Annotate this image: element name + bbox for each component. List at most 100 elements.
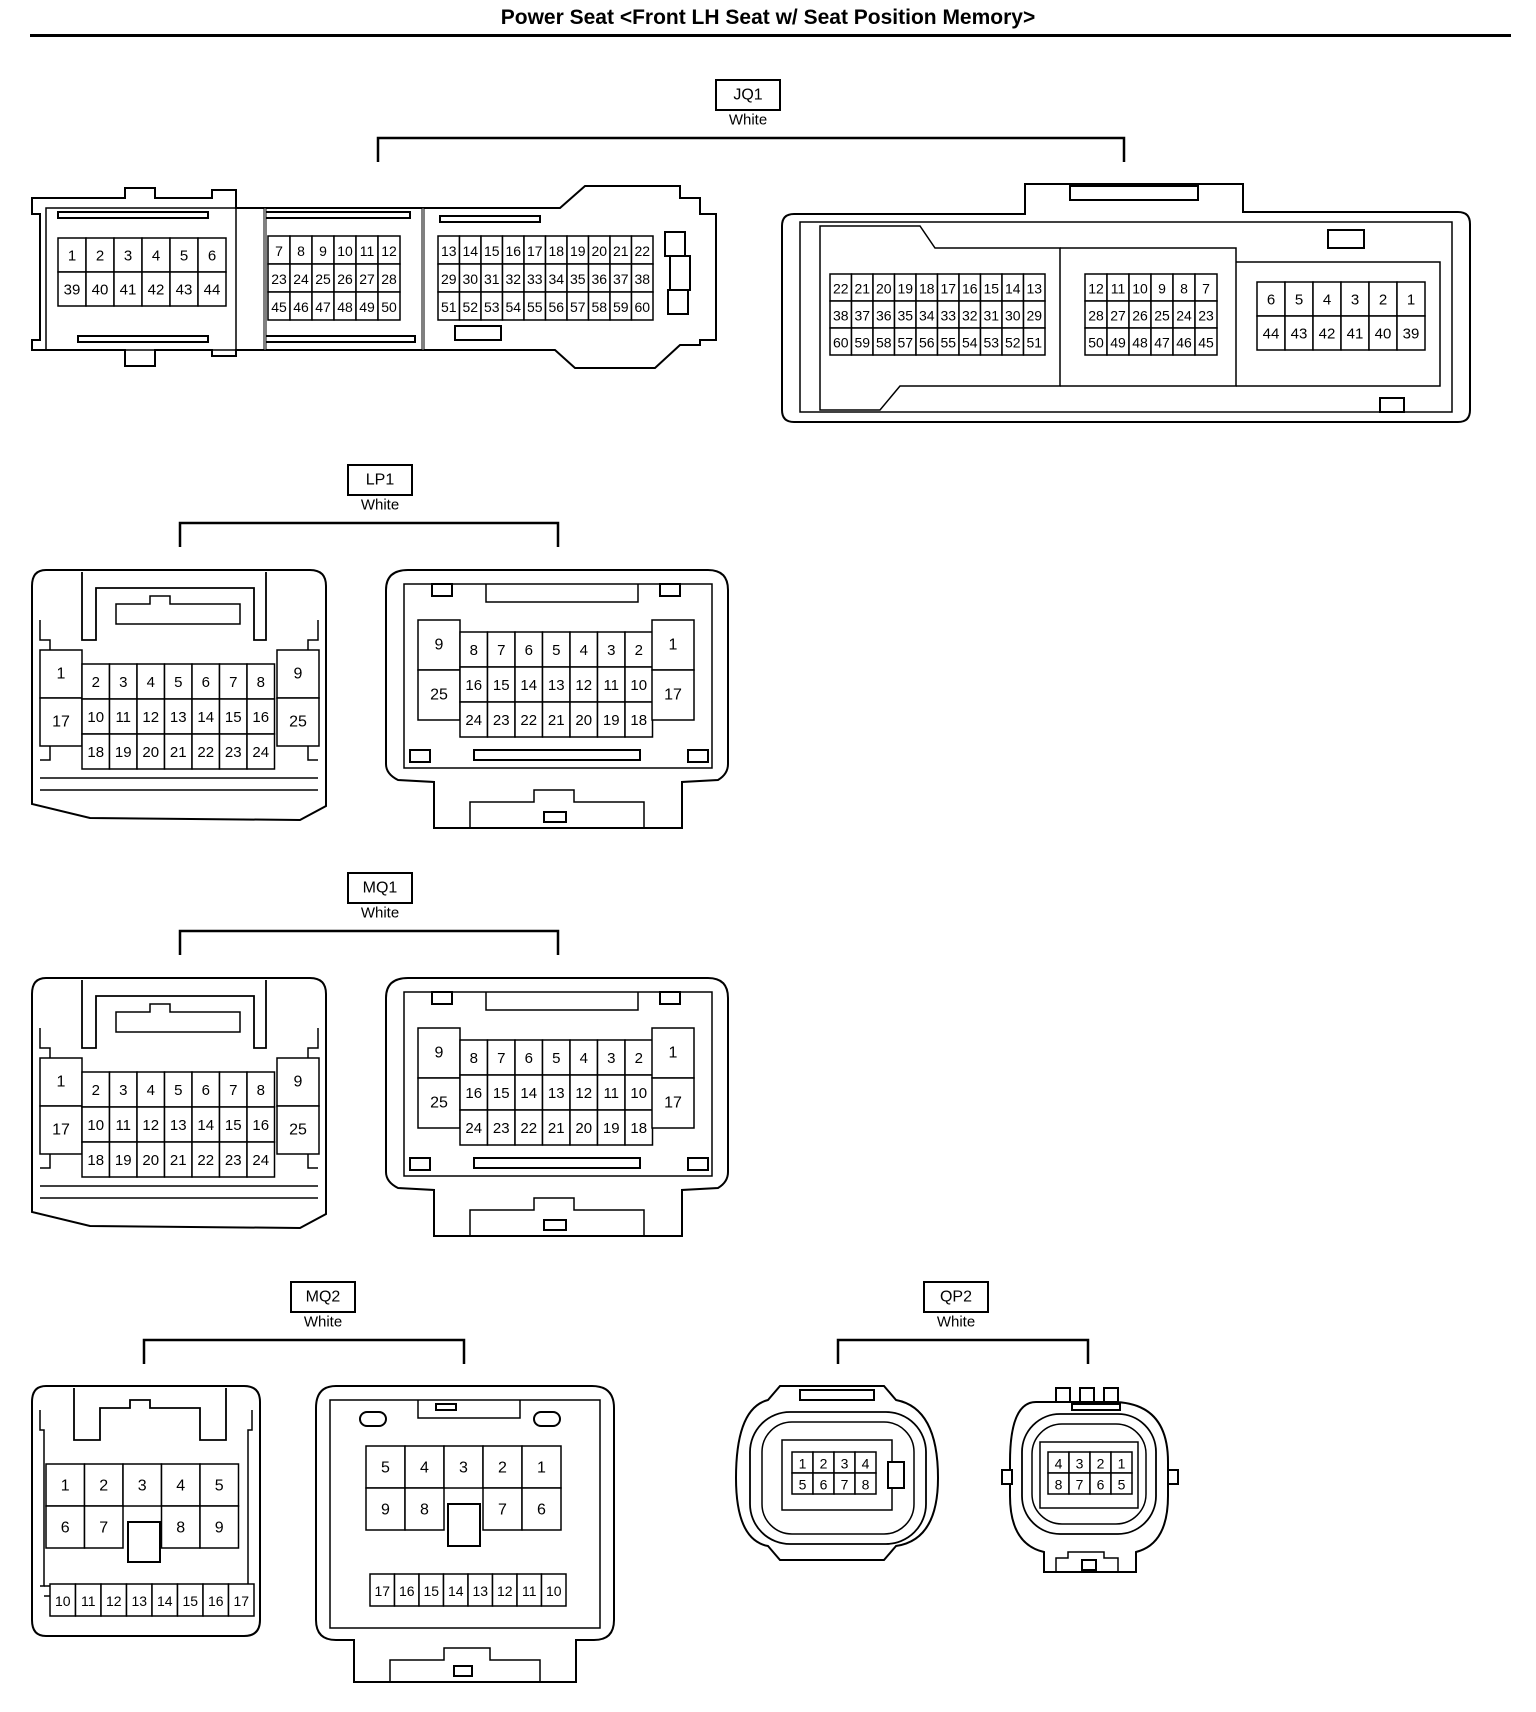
housing xyxy=(385,977,729,1237)
page-title: Power Seat <Front LH Seat w/ Seat Positi… xyxy=(500,6,1036,29)
inner-frame xyxy=(403,991,713,1177)
pin-number: 33 xyxy=(527,271,543,287)
pin-cell xyxy=(467,1573,494,1607)
pin-number: 1 xyxy=(61,1478,70,1495)
pin-number: 22 xyxy=(520,1120,537,1137)
pin-number: 17 xyxy=(52,714,70,731)
latch xyxy=(1055,1551,1119,1572)
pin-cell xyxy=(163,733,193,770)
pin-number: 5 xyxy=(1295,292,1303,309)
pin-number: 1 xyxy=(669,1045,678,1062)
pin-cell xyxy=(1256,315,1286,351)
pin-cell xyxy=(1340,281,1370,317)
pin-cell xyxy=(514,631,544,668)
pin-number: 58 xyxy=(876,335,892,351)
pin-number: 11 xyxy=(81,1593,96,1609)
pin-number: 18 xyxy=(630,712,647,729)
rib xyxy=(57,211,209,219)
pin-number: 5 xyxy=(1118,1477,1126,1493)
pin-number: 60 xyxy=(833,335,849,351)
pin-number: 15 xyxy=(484,243,500,259)
pin-number: 12 xyxy=(575,677,592,694)
pin-number: 10 xyxy=(337,243,353,259)
pin-number: 8 xyxy=(420,1502,429,1519)
pin-number: 12 xyxy=(381,243,397,259)
pin-number: 10 xyxy=(546,1583,562,1599)
pin-number: 2 xyxy=(92,1082,100,1099)
pin-cell xyxy=(122,1463,163,1507)
pin-number: 19 xyxy=(115,744,132,761)
pin-number: 47 xyxy=(315,299,331,315)
pin-number: 17 xyxy=(664,1095,682,1112)
pin-number: 36 xyxy=(876,308,892,324)
pin-number: 14 xyxy=(1005,281,1021,297)
pin-cell xyxy=(624,631,654,668)
divider xyxy=(421,207,425,351)
pin-number: 40 xyxy=(92,282,109,299)
pin-cell xyxy=(125,1583,153,1617)
pin-number: 4 xyxy=(580,1050,588,1067)
pin-number: 33 xyxy=(940,308,956,324)
pin-number: 29 xyxy=(441,271,457,287)
pin-number: 23 xyxy=(1198,308,1214,324)
pin-number: 7 xyxy=(275,243,283,259)
pin-number: 11 xyxy=(115,1117,131,1134)
pin-number: 2 xyxy=(820,1456,828,1472)
pin-cell xyxy=(404,1487,445,1531)
pin-number: 22 xyxy=(833,281,849,297)
pin-cell xyxy=(596,1109,626,1146)
pin-number: 54 xyxy=(505,299,521,315)
rib xyxy=(264,335,416,343)
pin-number: 12 xyxy=(106,1593,122,1609)
pin-cell xyxy=(521,1487,562,1531)
pin-number: 37 xyxy=(854,308,870,324)
latch-slot xyxy=(669,255,691,291)
pin-number: 20 xyxy=(575,1120,592,1137)
latch-slot xyxy=(664,231,686,257)
pin-number: 6 xyxy=(208,248,216,265)
connector-id-box xyxy=(347,872,413,904)
side-stub xyxy=(1001,1469,1013,1485)
pin-number: 46 xyxy=(293,299,309,315)
pin-number: 57 xyxy=(570,299,586,315)
pin-number: 49 xyxy=(1110,335,1126,351)
pin-number: 42 xyxy=(148,282,165,299)
pin-number: 8 xyxy=(470,642,478,659)
pin-number: 10 xyxy=(1132,281,1148,297)
housing xyxy=(31,977,327,1230)
pin-number: 1 xyxy=(1118,1456,1126,1472)
connector-id: LP1 xyxy=(366,472,395,489)
pin-number: 30 xyxy=(1005,308,1021,324)
pin-number: 21 xyxy=(613,243,629,259)
pin-number: 5 xyxy=(381,1460,390,1477)
latch-tab xyxy=(453,1665,473,1677)
pin-number: 2 xyxy=(498,1460,507,1477)
pin-number: 21 xyxy=(548,712,565,729)
pin-cell xyxy=(276,697,320,747)
pin-cell xyxy=(163,698,193,735)
pin-number: 4 xyxy=(420,1460,429,1477)
pin-number: 11 xyxy=(115,709,131,726)
rib xyxy=(1379,397,1405,413)
connector-id: JQ1 xyxy=(733,87,762,104)
pin-number: 27 xyxy=(359,271,375,287)
connector-id: MQ2 xyxy=(306,1289,341,1306)
pin-cell xyxy=(569,631,599,668)
pin-number: 3 xyxy=(124,248,132,265)
pin-number: 9 xyxy=(435,637,444,654)
pin-cell xyxy=(108,698,138,735)
pin-cell xyxy=(246,698,276,735)
pin-number: 43 xyxy=(176,282,193,299)
title-rule xyxy=(30,34,1511,37)
pin-cell xyxy=(136,1141,166,1178)
rib xyxy=(533,1411,561,1427)
pin-number: 8 xyxy=(257,674,265,691)
pin-number: 14 xyxy=(520,1085,537,1102)
pin-number: 2 xyxy=(1097,1456,1105,1472)
pin-number: 18 xyxy=(87,744,104,761)
